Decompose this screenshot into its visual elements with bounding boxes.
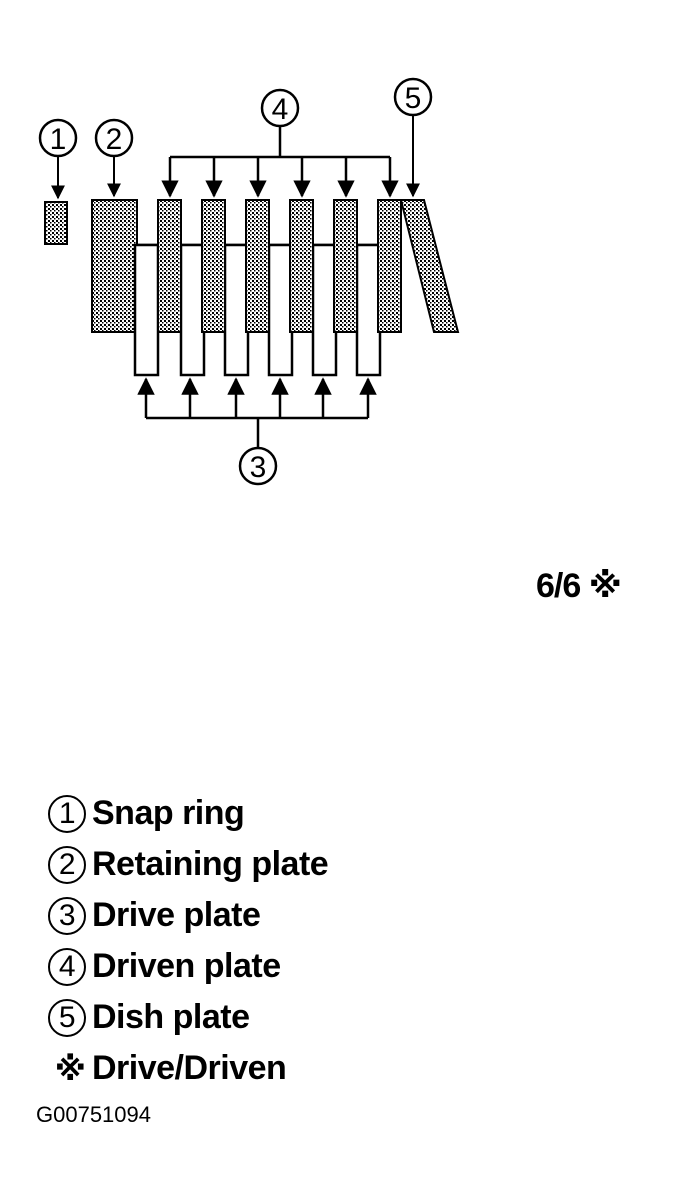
- legend-item: 5 Dish plate: [48, 992, 328, 1043]
- drive-plate: [267, 243, 294, 377]
- figure-code: G00751094: [36, 1102, 151, 1127]
- legend-marker: 3: [48, 896, 86, 935]
- callout-4-bracket: [161, 126, 399, 198]
- legend-item: 2 Retaining plate: [48, 839, 329, 890]
- drive-plates: [133, 243, 382, 377]
- snap-ring: [44, 201, 68, 245]
- callout-4-number: 4: [272, 93, 289, 126]
- clutch-pack-diagram: 1 2 4 5 3: [38, 77, 460, 486]
- legend-marker: ※: [54, 1050, 86, 1087]
- legend-label: Driven plate: [92, 947, 281, 985]
- driven-plate: [289, 199, 314, 333]
- retaining-plate: [91, 199, 138, 333]
- callout-3-number: 3: [250, 451, 267, 484]
- callout-2-number: 2: [106, 123, 123, 156]
- driven-plate: [201, 199, 226, 333]
- drive-plate: [133, 243, 160, 377]
- legend-label: Dish plate: [92, 998, 250, 1036]
- driven-plate: [333, 199, 358, 333]
- ratio-value: 6/6: [536, 567, 581, 605]
- dish-plate: [399, 199, 460, 333]
- ratio-mark: ※: [588, 567, 622, 605]
- callout-3-circle: [238, 446, 278, 486]
- legend-marker: 4: [48, 947, 86, 986]
- legend-marker: 1: [48, 794, 86, 833]
- drive-plate: [311, 243, 338, 377]
- callout-5-number: 5: [405, 82, 422, 115]
- legend-item: 3 Drive plate: [48, 890, 328, 941]
- driven-plate: [157, 199, 182, 333]
- legend-label: Drive plate: [92, 896, 261, 934]
- drive-plate: [179, 243, 206, 377]
- legend-label: Retaining plate: [92, 845, 329, 883]
- legend: 1 Snap ring 2 Retaining plate 3 Drive pl…: [48, 788, 329, 1094]
- legend-label: Drive/Driven: [92, 1049, 287, 1087]
- driven-plates: [157, 199, 402, 333]
- drive-driven-ratio: 6/6 ※: [536, 566, 622, 606]
- drive-plate: [223, 243, 250, 377]
- driven-plate: [377, 199, 402, 333]
- legend-item: 4 Driven plate: [48, 941, 328, 992]
- legend-marker: 5: [48, 998, 86, 1037]
- drive-plate: [355, 243, 382, 377]
- callout-3-bracket: [137, 377, 377, 448]
- legend-item: ※ Drive/Driven: [48, 1043, 328, 1094]
- legend-item: 1 Snap ring: [48, 788, 328, 839]
- legend-label: Snap ring: [92, 794, 245, 832]
- driven-plate: [245, 199, 270, 333]
- legend-marker: 2: [48, 845, 86, 884]
- callout-1-number: 1: [50, 123, 67, 156]
